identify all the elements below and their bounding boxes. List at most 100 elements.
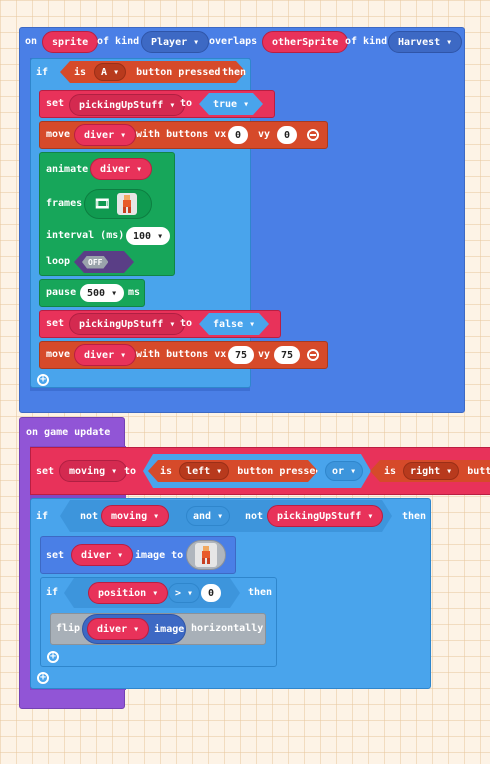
kind-dropdown-harvest[interactable]: Harvest	[388, 31, 463, 53]
vy-input-1[interactable]: 0	[277, 126, 298, 144]
vx-input-1-value: 0	[235, 129, 242, 141]
position-property-dropdown[interactable]: position	[88, 582, 169, 604]
if-label-3: if	[46, 587, 59, 598]
sprite-dropdown-flip[interactable]: diver	[87, 618, 150, 640]
vx-input-2[interactable]: 75	[228, 346, 255, 364]
button-a-dropdown[interactable]: A	[94, 63, 126, 81]
flip-label: flip	[56, 623, 81, 634]
is-right-pressed-condition[interactable]: is right butto	[370, 460, 490, 482]
to-label-3: to	[124, 466, 137, 477]
is-button-pressed-condition[interactable]: is A button pressed	[60, 61, 246, 83]
game-update-label: on game update	[26, 427, 111, 438]
add-else-icon[interactable]: +	[47, 651, 59, 663]
vy-label-1: vy	[258, 129, 271, 140]
vy-label-2: vy	[258, 349, 271, 360]
and-operator-dropdown[interactable]: and	[186, 506, 231, 526]
set-label-1: set	[46, 98, 65, 109]
is-left-pressed-condition[interactable]: is left button pressed	[148, 460, 318, 482]
set-label-4: set	[46, 550, 65, 561]
boolean-true-dropdown[interactable]: true	[199, 93, 263, 115]
variable-dropdown-2[interactable]: pickingUpStuff	[69, 313, 186, 335]
button-a-label: A	[101, 67, 119, 78]
if-label-2: if	[36, 511, 49, 522]
picking-up-variable-ref[interactable]: pickingUpStuff	[267, 505, 384, 527]
moving-variable-dropdown[interactable]: moving	[59, 460, 128, 482]
sprite-dropdown-move-1[interactable]: diver	[74, 124, 137, 146]
to-label-2: to	[180, 318, 193, 329]
and-operator-label: and	[193, 511, 223, 522]
moving-variable-ref[interactable]: moving	[101, 505, 170, 527]
boolean-false-label: false	[213, 319, 255, 330]
button-left-label: left	[186, 466, 222, 477]
loop-label: loop	[46, 256, 71, 267]
pause-label: pause	[46, 287, 77, 298]
sprite-dropdown-set-image[interactable]: diver	[71, 544, 134, 566]
then-label-2: then	[402, 511, 427, 522]
vy-input-2-value: 75	[281, 349, 294, 361]
frames-editor[interactable]: 🎞	[84, 189, 152, 219]
remove-parameter-icon[interactable]	[307, 349, 319, 361]
sprite-dropdown-move-2[interactable]: diver	[74, 344, 137, 366]
image-picker[interactable]	[186, 540, 226, 570]
button-right-label: right	[410, 466, 452, 477]
vy-input-2[interactable]: 75	[274, 346, 301, 364]
vx-input-2-value: 75	[235, 349, 248, 361]
sprite-param-label: sprite	[52, 36, 89, 48]
vx-input-1[interactable]: 0	[228, 126, 249, 144]
flip-image-label: image	[154, 623, 185, 635]
then-label-1: then	[222, 67, 247, 78]
right-button-pressed-label: butto	[467, 465, 490, 477]
variable-dropdown-1[interactable]: pickingUpStuff	[69, 94, 186, 116]
button-pressed-label: button pressed	[136, 66, 221, 78]
sprite-dropdown-animate[interactable]: diver	[90, 158, 153, 180]
left-button-pressed-label: button pressed	[237, 465, 322, 477]
interval-value: 100	[133, 231, 163, 242]
sprite-animate-label: diver	[100, 164, 142, 175]
button-right-dropdown[interactable]: right	[403, 462, 459, 480]
vy-input-1-value: 0	[284, 129, 291, 141]
is-label: is	[74, 66, 87, 78]
horizontally-label: horizontally	[191, 623, 264, 634]
set-label-3: set	[36, 466, 55, 477]
diver-image-thumbnail	[195, 543, 217, 567]
diver-frame-thumbnail	[116, 193, 137, 215]
sprite-param[interactable]: sprite	[42, 31, 99, 53]
button-left-dropdown[interactable]: left	[179, 462, 229, 480]
of-kind-label-1: of kind	[97, 36, 140, 47]
flip-sprite-reporter[interactable]: diver image	[82, 614, 186, 644]
add-else-icon[interactable]: +	[37, 672, 49, 684]
moving-variable-ref-label: moving	[111, 511, 159, 522]
not-label-1: not	[80, 511, 99, 522]
variable-dropdown-1-label: pickingUpStuff	[79, 100, 175, 111]
with-buttons-vx-label-1: with buttons vx	[136, 129, 227, 140]
other-sprite-param[interactable]: otherSprite	[262, 31, 349, 53]
move-label-1: move	[46, 129, 71, 140]
animate-label: animate	[46, 164, 89, 175]
variable-dropdown-2-label: pickingUpStuff	[79, 319, 175, 330]
move-label-2: move	[46, 349, 71, 360]
sprite-flip-label: diver	[97, 624, 139, 635]
remove-parameter-icon[interactable]	[307, 129, 319, 141]
comparison-value: 0	[208, 587, 215, 599]
interval-label: interval (ms)	[46, 230, 125, 241]
boolean-false-dropdown[interactable]: false	[199, 313, 269, 335]
pause-duration-dropdown[interactable]: 500	[80, 284, 125, 302]
not-label-2: not	[245, 511, 264, 522]
interval-dropdown[interactable]: 100	[126, 227, 171, 245]
on-label: on	[25, 36, 38, 47]
sprite-move-2-label: diver	[84, 350, 126, 361]
kind-player-label: Player	[151, 37, 199, 48]
add-else-icon[interactable]: +	[37, 374, 49, 386]
of-kind-label-2: of kind	[345, 36, 388, 47]
kind-harvest-label: Harvest	[398, 37, 452, 48]
kind-dropdown-player[interactable]: Player	[141, 31, 210, 53]
other-sprite-label: otherSprite	[272, 36, 339, 48]
comparison-value-input[interactable]: 0	[201, 584, 222, 602]
film-strip-icon: 🎞	[94, 196, 111, 212]
then-label-3: then	[248, 587, 273, 598]
boolean-true-label: true	[213, 99, 249, 110]
is-left-is-label: is	[160, 465, 173, 477]
comparison-operator-dropdown[interactable]: >	[168, 583, 201, 603]
or-operator-dropdown[interactable]: or	[325, 461, 364, 481]
loop-toggle[interactable]: OFF	[74, 251, 134, 273]
